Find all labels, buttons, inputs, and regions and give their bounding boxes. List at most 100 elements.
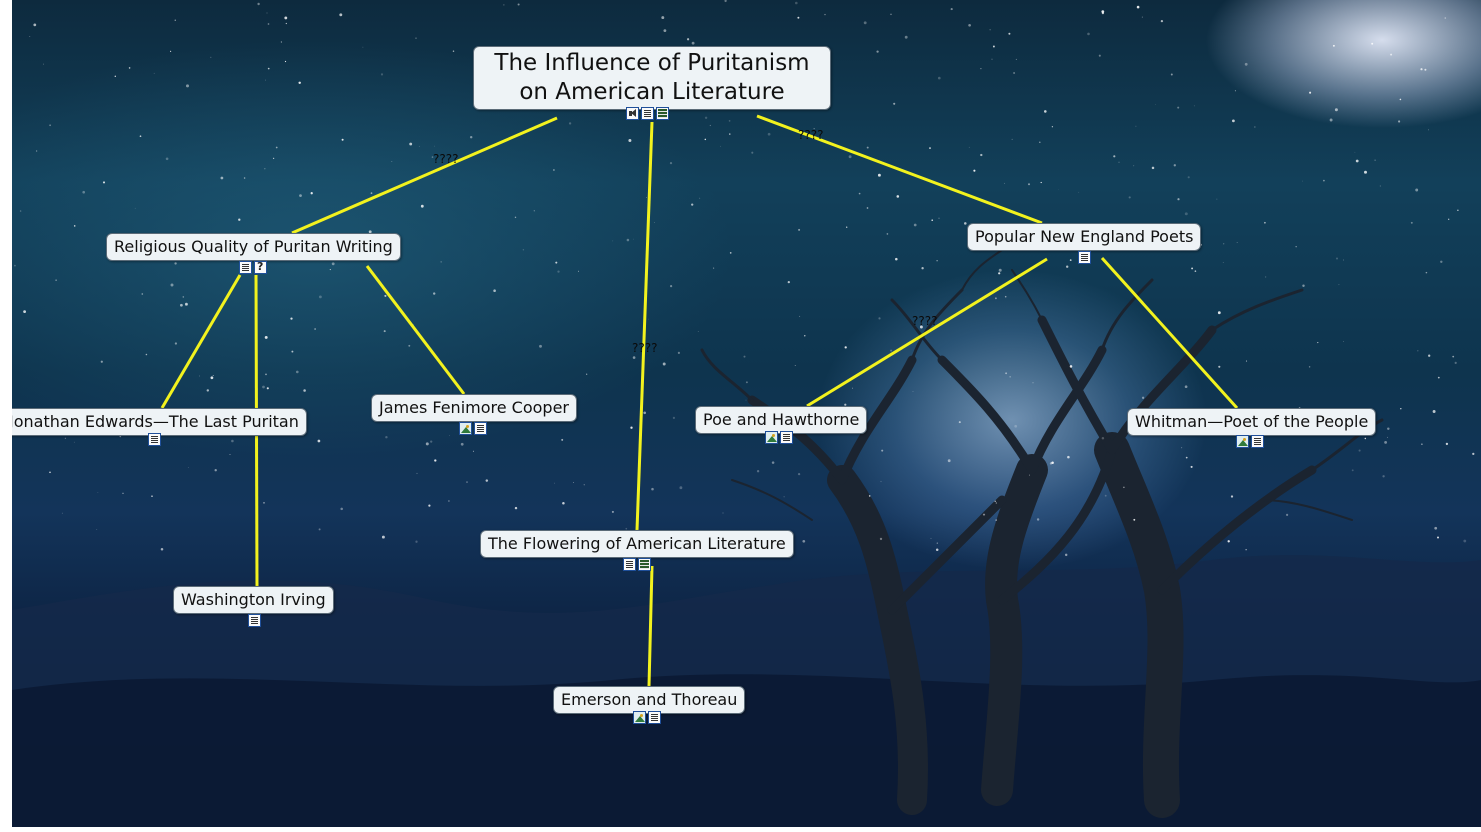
document-icon[interactable] <box>1251 435 1264 448</box>
star <box>931 219 934 222</box>
document-icon[interactable] <box>623 558 636 571</box>
star <box>568 122 572 125</box>
star <box>153 72 155 74</box>
concept-node-cooper[interactable]: James Fenimore Cooper <box>371 394 577 422</box>
star <box>1029 474 1031 476</box>
star <box>1374 159 1376 161</box>
star <box>1354 151 1356 153</box>
concept-node-flowering[interactable]: The Flowering of American Literature <box>480 530 794 558</box>
star <box>1216 198 1218 200</box>
star <box>229 454 231 456</box>
star <box>262 385 265 389</box>
star <box>787 280 790 284</box>
star <box>1051 126 1054 128</box>
concept-map-canvas: ???? ???? ???? ???? The Influence of Pur… <box>12 0 1481 827</box>
star <box>697 331 699 332</box>
star <box>1232 119 1235 123</box>
star <box>310 192 313 195</box>
star <box>1245 549 1247 551</box>
star <box>1218 365 1221 368</box>
star <box>174 262 177 265</box>
star <box>431 156 434 158</box>
star <box>1187 176 1190 179</box>
star <box>583 484 585 486</box>
star <box>1069 259 1072 261</box>
star <box>866 207 869 209</box>
star <box>257 2 260 6</box>
star <box>691 203 694 206</box>
image-icon[interactable] <box>459 422 472 435</box>
star <box>284 60 287 63</box>
star <box>1245 360 1248 362</box>
star <box>1058 189 1059 191</box>
star <box>198 375 200 377</box>
star <box>686 38 690 41</box>
star <box>555 261 558 264</box>
star <box>802 539 806 543</box>
star <box>670 285 673 288</box>
star <box>1436 536 1440 539</box>
star <box>368 230 372 234</box>
star <box>938 217 940 219</box>
document-icon[interactable] <box>648 711 661 724</box>
video-icon[interactable] <box>638 558 651 571</box>
root-title-line2: on American Literature <box>519 79 785 105</box>
concept-node-root[interactable]: The Influence of Puritanism on American … <box>473 46 831 110</box>
star <box>720 145 722 147</box>
image-icon[interactable] <box>633 711 646 724</box>
document-icon[interactable] <box>148 433 161 446</box>
star <box>751 151 754 154</box>
star <box>1066 265 1069 268</box>
star <box>267 67 270 70</box>
star <box>1101 10 1105 13</box>
star <box>384 294 387 297</box>
star <box>1113 155 1116 158</box>
star <box>134 207 136 209</box>
star <box>73 441 75 443</box>
link-root-flowering <box>635 121 654 531</box>
star <box>1118 161 1120 163</box>
document-icon[interactable] <box>780 431 793 444</box>
star <box>1355 159 1359 163</box>
star <box>699 197 701 199</box>
concept-node-religious-quality[interactable]: Religious Quality of Puritan Writing <box>106 233 401 261</box>
document-icon[interactable] <box>239 261 252 274</box>
star <box>1472 452 1475 456</box>
concept-node-poe-hawthorne[interactable]: Poe and Hawthorne <box>695 406 868 434</box>
star <box>1015 58 1017 60</box>
star <box>799 315 801 317</box>
concept-node-jonathan-edwards[interactable]: Jonathan Edwards—The Last Puritan <box>12 408 307 436</box>
document-icon[interactable] <box>1078 251 1091 264</box>
star <box>876 50 879 53</box>
document-icon[interactable] <box>248 614 261 627</box>
star <box>170 50 172 52</box>
star <box>1040 181 1042 184</box>
audio-icon[interactable] <box>626 107 639 120</box>
concept-node-new-england-poets[interactable]: Popular New England Poets <box>967 223 1202 251</box>
image-icon[interactable] <box>765 431 778 444</box>
concept-node-washington-irving[interactable]: Washington Irving <box>173 586 334 614</box>
flowering-resource-icons <box>623 558 651 571</box>
star <box>709 124 711 127</box>
star <box>643 411 647 415</box>
star <box>317 439 321 443</box>
question-icon[interactable] <box>254 260 267 274</box>
star <box>425 442 429 446</box>
star <box>264 335 268 339</box>
star <box>1302 180 1303 182</box>
star <box>612 240 614 242</box>
document-icon[interactable] <box>474 422 487 435</box>
star <box>1452 355 1455 358</box>
edwards-resource-icons <box>148 433 161 446</box>
document-icon[interactable] <box>641 107 654 120</box>
star <box>1285 513 1289 517</box>
concept-node-emerson-thoreau[interactable]: Emerson and Thoreau <box>553 686 746 714</box>
concept-node-whitman[interactable]: Whitman—Poet of the People <box>1127 408 1377 436</box>
star <box>380 73 384 76</box>
irving-resource-icons <box>248 614 261 627</box>
star <box>724 0 727 3</box>
star <box>1027 183 1031 186</box>
image-icon[interactable] <box>1236 435 1249 448</box>
video-icon[interactable] <box>656 107 669 120</box>
star <box>557 270 560 273</box>
